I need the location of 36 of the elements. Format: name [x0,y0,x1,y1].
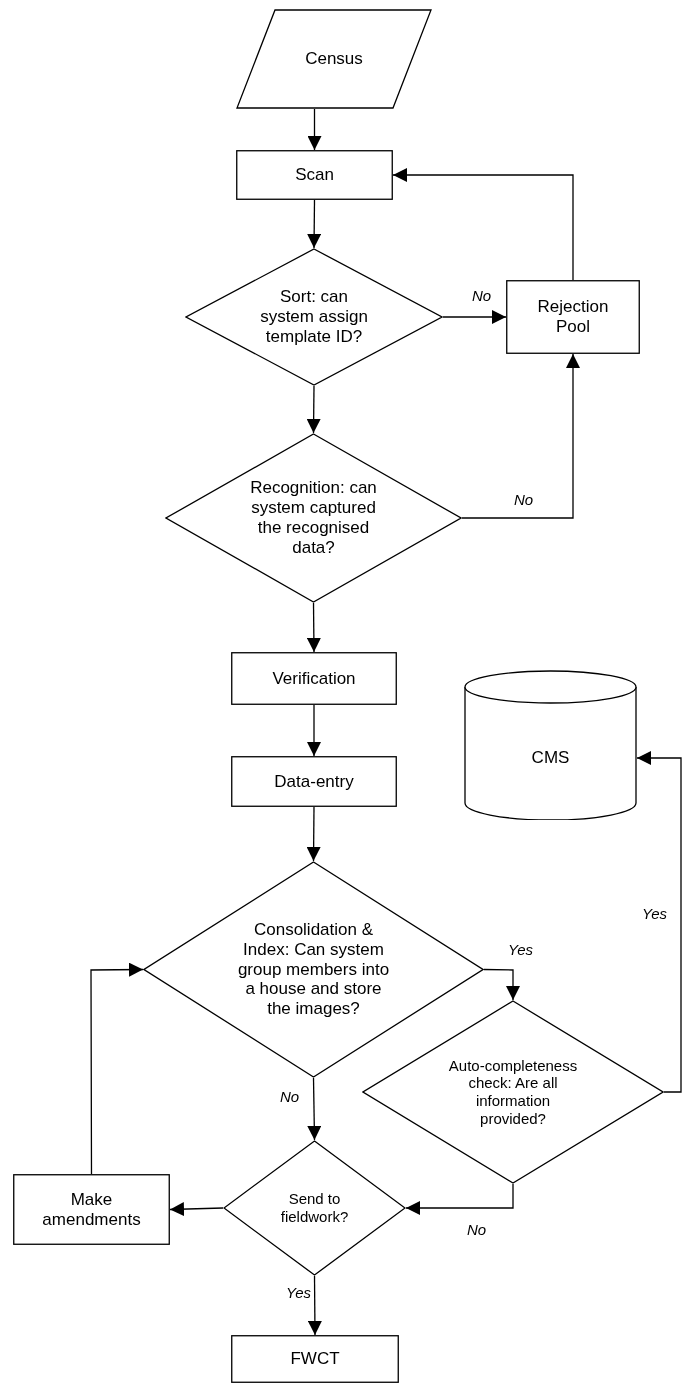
edge-label: Yes [640,906,670,921]
node-text: Auto-completeness check: Are all information provided? [447,1056,579,1128]
node-text: Sort: can system assign template ID? [259,287,369,347]
node-text: Make amendments [41,1189,142,1230]
arrow [442,310,507,324]
arrow [307,704,321,757]
arrow [483,968,520,1001]
node-text: Recognition: can system captured the recognised data? [249,478,378,558]
node-text: Scan [294,165,335,185]
arrow [461,353,580,519]
arrow [169,1202,224,1217]
edge-label: Yes [506,942,536,957]
edge-label: No [465,1222,489,1237]
node-text: FWCT [289,1349,341,1369]
arrow [405,1183,514,1215]
edge-label: Yes [284,1285,314,1300]
arrow [307,1275,322,1336]
node-text: Send to fieldwork? [279,1190,350,1226]
arrow [392,168,574,281]
node-text: Census [304,49,364,69]
node-text: Rejection Pool [536,297,610,337]
arrow [306,385,321,434]
arrow [307,199,322,249]
arrow [636,751,682,1093]
arrow [306,602,321,653]
arrow [90,962,144,1175]
node-text: Consolidation & Index: Can system group members into a house and store the images? [236,919,391,1020]
node-text: CMS [530,748,571,768]
arrow [306,806,321,862]
edge-label: No [278,1089,302,1104]
arrow [307,1077,322,1141]
node-text: Verification [271,668,357,689]
edge-label: No [470,288,494,303]
node-text: Data-entry [273,771,355,792]
arrow [307,108,322,151]
edge-label: No [512,492,536,507]
